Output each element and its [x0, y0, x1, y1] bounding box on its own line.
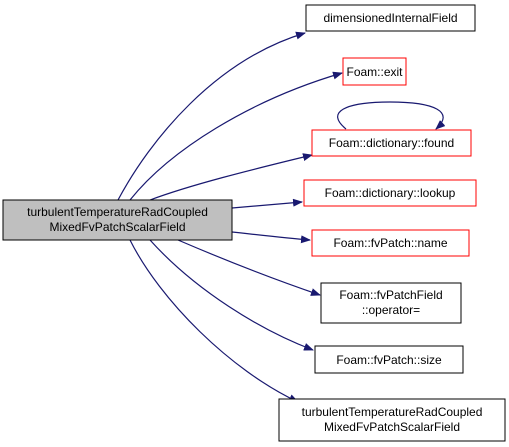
target-node-dimensionedinternalfield[interactable]: dimensionedInternalField — [305, 4, 476, 32]
edge-to-foam-fvpatch-name — [231, 231, 311, 244]
target-node-foam-fvpatchfield-operator[interactable]: Foam::fvPatchField ::operator= — [320, 282, 462, 324]
target-node-foam-fvpatch-size[interactable]: Foam::fvPatch::size — [314, 345, 464, 374]
source-node-label-line2: MixedFvPatchScalarField — [49, 220, 185, 234]
edge-to-foam-fvpatch-size — [149, 239, 314, 351]
target-node-foam-exit[interactable]: Foam::exit — [342, 57, 407, 86]
edge-to-foam-fvpatchfield-operator — [177, 239, 321, 296]
self-loop-foam-dictionary-found — [337, 101, 446, 130]
edge-to-self-recursive — [129, 239, 299, 403]
target-node-turbulenttemperatureradcoupled[interactable]: turbulentTemperatureRadCoupled MixedFvPa… — [278, 398, 506, 442]
edge-to-foam-dictionary-found — [149, 153, 313, 201]
node-label: dimensionedInternalField — [323, 11, 457, 25]
node-label-line1: turbulentTemperatureRadCoupled — [302, 405, 483, 419]
source-node-label-line1: turbulentTemperatureRadCoupled — [27, 205, 208, 219]
node-label: Foam::dictionary::lookup — [325, 186, 456, 200]
edge-to-dimensionedinternalfield — [117, 31, 306, 201]
node-label-line2: ::operator= — [362, 303, 420, 317]
node-label: Foam::fvPatch::size — [336, 353, 442, 367]
edge-to-foam-dictionary-lookup — [231, 198, 303, 209]
node-label-line1: Foam::fvPatchField — [339, 288, 442, 302]
target-node-foam-dictionary-found[interactable]: Foam::dictionary::found — [311, 129, 472, 157]
node-label: Foam::exit — [346, 65, 403, 79]
node-label-line2: MixedFvPatchScalarField — [324, 420, 460, 434]
node-label: Foam::fvPatch::name — [333, 236, 447, 250]
target-node-foam-dictionary-lookup[interactable]: Foam::dictionary::lookup — [303, 179, 477, 207]
node-label: Foam::dictionary::found — [329, 136, 454, 150]
source-node[interactable]: turbulentTemperatureRadCoupled MixedFvPa… — [2, 199, 233, 241]
edge-to-foam-exit — [129, 71, 343, 201]
edges — [117, 31, 446, 403]
target-node-foam-fvpatch-name[interactable]: Foam::fvPatch::name — [311, 229, 470, 257]
